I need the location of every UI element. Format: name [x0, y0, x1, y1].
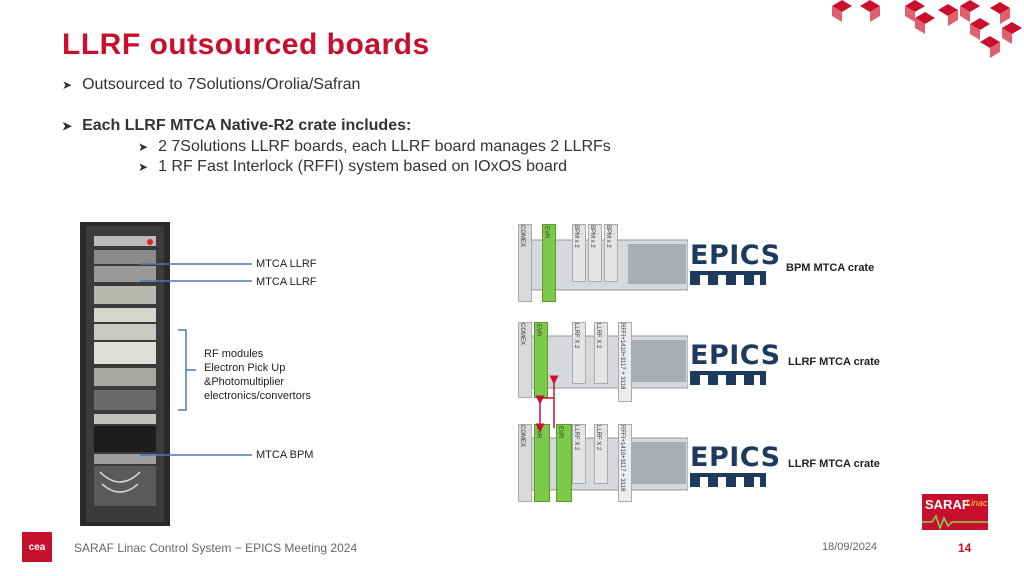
waveform-icon	[922, 514, 988, 530]
cea-logo: cea	[22, 532, 52, 562]
slot-rffi: RFFI+1410+3117 + 3118	[618, 424, 632, 502]
interlock-arrows	[535, 375, 559, 433]
crate-label-bpm: BPM MTCA crate	[786, 262, 875, 274]
rack-connectors	[140, 263, 252, 456]
sub-bullet-2-text: 1 RF Fast Interlock (RFFI) system based …	[158, 158, 568, 175]
epics-logo-3: EPICS	[690, 442, 781, 492]
footer-text: SARAF Linac Control System − EPICS Meeti…	[74, 541, 358, 555]
slot-bpm-3: BPM x 2	[604, 224, 618, 282]
slot-comex: COMEX	[518, 322, 532, 398]
epics-bars-icon	[690, 271, 766, 285]
slot-llrf-1: LLRF X 2	[572, 322, 586, 384]
crate-label-llrf-1: LLRF MTCA crate	[788, 356, 880, 368]
slot-bpm-1: BPM x 2	[572, 224, 586, 282]
footer-date: 18/09/2024	[822, 541, 878, 553]
crate-llrf-1: COMEX EVR LLRF X 2 LLRF X 2 RFFI+1410+31…	[518, 322, 688, 402]
slot-comex: COMEX	[518, 424, 532, 502]
slot-rffi: RFFI+1410+3117 + 3118	[618, 322, 632, 402]
crate-llrf-2: COMEX EVR EVR LLRF X 2 LLRF X 2 RFFI+141…	[518, 424, 688, 502]
rf-modules-label: RF modules Electron Pick Up &Photomultip…	[204, 348, 311, 402]
bullet-2-text: Each LLRF MTCA Native-R2 crate includes:	[82, 117, 412, 134]
sub-bullet-1: ➤ 2 7Solutions LLRF boards, each LLRF bo…	[138, 138, 611, 156]
epics-bars-icon	[690, 473, 766, 487]
bullet-1-text: Outsourced to 7Solutions/Orolia/Safran	[82, 76, 361, 93]
bullet-2: ➤ Each LLRF MTCA Native-R2 crate include…	[62, 117, 411, 135]
rack-photo	[80, 222, 170, 526]
arrow-icon: ➤	[138, 140, 149, 154]
slot-llrf-2: LLRF X 2	[594, 322, 608, 384]
arrow-icon: ➤	[138, 160, 149, 174]
decorative-cubes	[832, 0, 1022, 58]
slot-llrf-2: LLRF X 2	[594, 424, 608, 484]
slot-bpm-2: BPM x 2	[588, 224, 602, 282]
page-title: LLRF outsourced boards	[62, 28, 430, 61]
slot-llrf-1: LLRF X 2	[572, 424, 586, 484]
epics-logo-1: EPICS	[690, 240, 781, 290]
slot-evr: EVR	[542, 224, 556, 302]
rack-label-bpm: MTCA BPM	[256, 449, 314, 461]
page-number: 14	[958, 541, 972, 555]
crate-label-llrf-2: LLRF MTCA crate	[788, 458, 880, 470]
bullet-1: ➤ Outsourced to 7Solutions/Orolia/Safran	[62, 76, 360, 94]
sub-bullet-2: ➤ 1 RF Fast Interlock (RFFI) system base…	[138, 158, 567, 176]
saraf-logo: SARAF Linac	[922, 494, 988, 530]
epics-bars-icon	[690, 371, 766, 385]
arrow-icon: ➤	[62, 78, 73, 92]
rack-label-llrf-1: MTCA LLRF	[256, 258, 317, 270]
arrow-icon: ➤	[62, 119, 73, 133]
slot-evr-2: EVR	[556, 424, 572, 502]
sub-bullet-1-text: 2 7Solutions LLRF boards, each LLRF boar…	[158, 138, 611, 155]
crate-bpm: COMEX EVR BPM x 2 BPM x 2 BPM x 2	[518, 224, 688, 302]
epics-logo-2: EPICS	[690, 340, 781, 390]
rack-label-llrf-2: MTCA LLRF	[256, 276, 317, 288]
slot-comex: COMEX	[518, 224, 532, 302]
